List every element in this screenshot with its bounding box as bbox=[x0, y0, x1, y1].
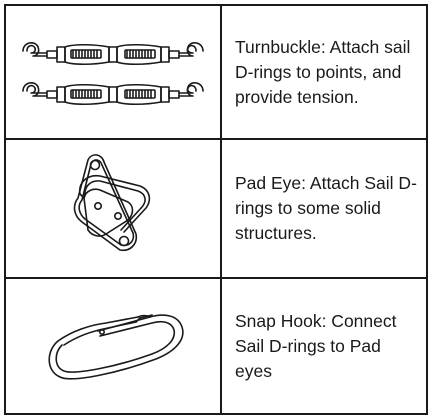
pad-eye-icon bbox=[73, 154, 151, 252]
snap-hook-description: Snap Hook: Connect Sail D-rings to Pad e… bbox=[235, 310, 397, 381]
pad-eye-image-cell bbox=[6, 140, 222, 279]
snap-hook-text-cell: Snap Hook: Connect Sail D-rings to Pad e… bbox=[222, 279, 426, 413]
turnbuckle-icon bbox=[22, 42, 204, 106]
turnbuckle-text-cell: Turnbuckle: Attach sail D-rings to point… bbox=[222, 6, 426, 140]
turnbuckle-image-cell bbox=[6, 6, 222, 140]
snap-hook-image-cell bbox=[6, 279, 222, 413]
hardware-table: Turnbuckle: Attach sail D-rings to point… bbox=[4, 4, 428, 415]
turnbuckle-description: Turnbuckle: Attach sail D-rings to point… bbox=[235, 36, 411, 107]
snap-hook-icon bbox=[48, 314, 184, 380]
pad-eye-description: Pad Eye: Attach Sail D-rings to some sol… bbox=[235, 173, 417, 243]
pad-eye-text-cell: Pad Eye: Attach Sail D-rings to some sol… bbox=[222, 140, 426, 279]
